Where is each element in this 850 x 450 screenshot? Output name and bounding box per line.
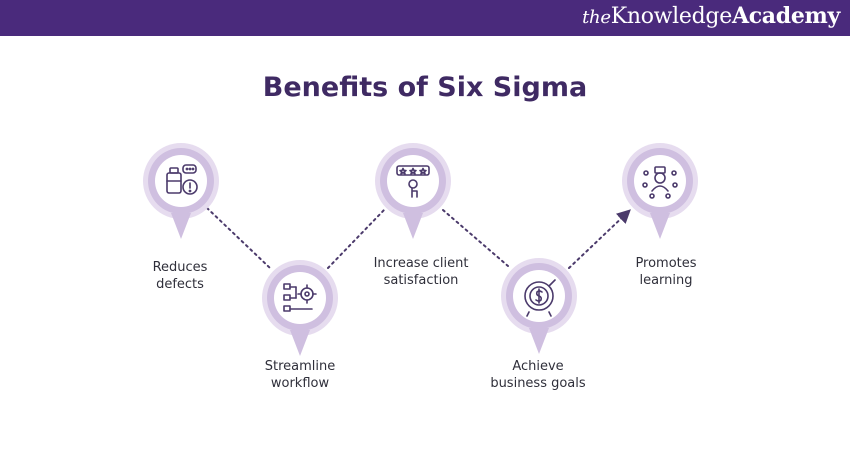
- label-line: defects: [156, 277, 204, 292]
- pin-achieve-business-goals: [501, 258, 577, 354]
- connector-1-2: [206, 207, 271, 269]
- pin-streamline-workflow: [262, 260, 338, 356]
- brand-logo[interactable]: theKnowledgeAcademy: [582, 3, 840, 29]
- label-line: Promotes: [635, 256, 697, 271]
- connector-2-3: [327, 209, 385, 269]
- label-line: workflow: [270, 376, 330, 391]
- product-defect-icon: [166, 164, 198, 195]
- label-streamline-workflow: Streamline workflow: [215, 358, 385, 392]
- label-line: Reduces: [152, 260, 208, 275]
- label-reduces-defects: Reduces defects: [95, 259, 265, 293]
- brand-the: the: [582, 7, 611, 28]
- label-line: satisfaction: [383, 273, 459, 288]
- pin-increase-client-satisfaction: [375, 143, 451, 239]
- connector-3-4: [442, 209, 509, 267]
- brand-knowledge: Knowledge: [610, 4, 733, 29]
- header-bar: theKnowledgeAcademy: [0, 0, 850, 36]
- brand-academy: Academy: [731, 3, 840, 29]
- target-dollar-icon: [524, 279, 556, 317]
- connector-4-5: [568, 209, 631, 269]
- label-promotes-learning: Promotes learning: [581, 255, 751, 289]
- label-increase-client-satisfaction: Increase client satisfaction: [336, 255, 506, 289]
- page-title: Benefits of Six Sigma: [262, 72, 588, 103]
- pin-reduces-defects: [143, 143, 219, 239]
- rating-tap-icon: [396, 165, 430, 198]
- label-line: Increase client: [373, 256, 469, 271]
- pin-promotes-learning: [622, 143, 698, 239]
- label-line: business goals: [490, 376, 586, 391]
- label-achieve-business-goals: Achieve business goals: [453, 358, 623, 392]
- label-line: Achieve: [512, 359, 564, 374]
- workflow-gear-icon: [283, 283, 317, 312]
- label-line: learning: [639, 273, 693, 288]
- label-line: Streamline: [264, 359, 336, 374]
- learning-network-icon: [642, 166, 678, 199]
